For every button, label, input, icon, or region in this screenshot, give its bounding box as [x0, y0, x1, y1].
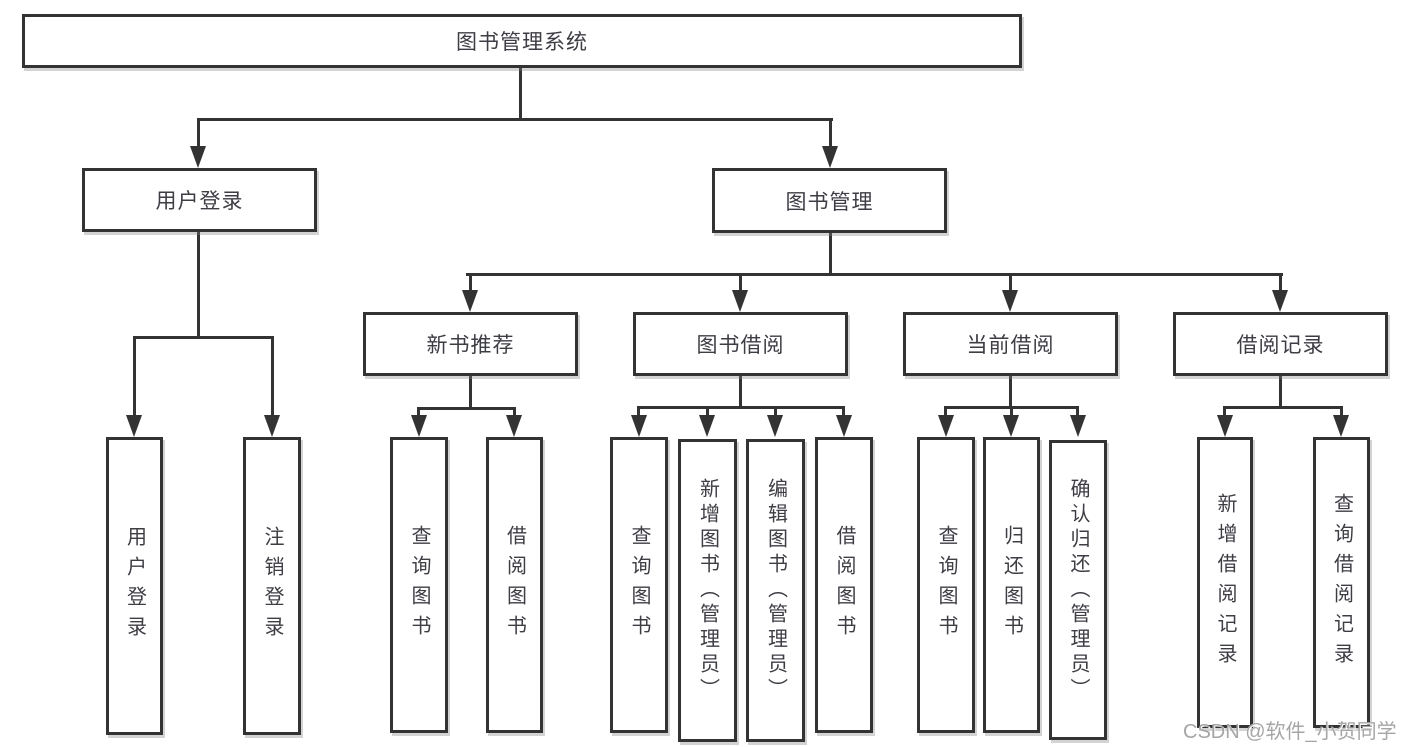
arrowhead-icon	[1002, 290, 1018, 312]
leaf-label: 编辑图书（管理员）	[764, 478, 787, 703]
node-borrowing-records: 借阅记录	[1173, 312, 1388, 376]
connector-line	[469, 273, 472, 293]
arrowhead-icon	[1272, 290, 1288, 312]
connector-line	[829, 118, 832, 150]
connector-line	[739, 376, 742, 406]
leaf-borrow-books-recommend: 借阅图书	[486, 437, 543, 733]
connector-line	[637, 406, 845, 409]
leaf-edit-books-admin: 编辑图书（管理员）	[746, 439, 805, 742]
connector-line	[197, 118, 200, 150]
connector-line	[1340, 406, 1343, 417]
connector-line	[197, 232, 200, 336]
leaf-add-books-admin: 新增图书（管理员）	[678, 439, 737, 742]
leaf-label: 用户登录	[123, 526, 146, 646]
leaf-label: 注销登录	[261, 526, 283, 646]
arrowhead-icon	[462, 290, 478, 312]
leaf-user-login: 用户登录	[106, 437, 163, 735]
node-current-borrowing: 当前借阅	[903, 312, 1118, 376]
node-label: 图书管理系统	[456, 31, 588, 54]
leaf-logout: 注销登录	[243, 437, 301, 735]
connector-line	[417, 407, 516, 410]
arrowhead-icon	[1333, 415, 1349, 437]
arrowhead-icon	[264, 415, 280, 437]
node-label: 当前借阅	[966, 334, 1055, 357]
arrowhead-icon	[699, 415, 715, 437]
connector-line	[133, 336, 136, 419]
leaf-label: 新增图书（管理员）	[696, 478, 719, 703]
connector-line	[519, 68, 522, 118]
leaf-label: 查询借阅记录	[1330, 492, 1353, 673]
arrowhead-icon	[1003, 415, 1019, 437]
connector-line	[469, 376, 472, 407]
arrowhead-icon	[836, 415, 852, 437]
node-label: 用户登录	[155, 190, 244, 213]
leaf-label: 查询图书	[628, 525, 650, 645]
node-label: 图书借阅	[696, 334, 785, 357]
leaf-label: 归还图书	[1000, 525, 1023, 645]
leaf-label: 借阅图书	[503, 525, 526, 645]
leaf-return-books: 归还图书	[983, 437, 1040, 733]
arrowhead-icon	[767, 415, 783, 437]
node-library-management-system: 图书管理系统	[22, 14, 1022, 68]
arrowhead-icon	[631, 415, 647, 437]
connector-line	[1223, 406, 1342, 409]
connector-line	[466, 273, 1283, 276]
node-label: 借阅记录	[1236, 334, 1325, 357]
connector-line	[637, 406, 640, 417]
arrowhead-icon	[126, 415, 142, 437]
leaf-query-books-borrowing: 查询图书	[610, 437, 668, 733]
node-label: 图书管理	[785, 190, 874, 214]
connector-line	[944, 406, 947, 417]
node-book-management: 图书管理	[712, 168, 947, 233]
connector-line	[271, 336, 274, 419]
arrowhead-icon	[1217, 415, 1233, 437]
connector-line	[829, 233, 832, 273]
leaf-label: 查询图书	[935, 525, 957, 645]
arrowhead-icon	[411, 415, 427, 437]
leaf-borrow-books-borrowing: 借阅图书	[815, 437, 873, 733]
leaf-confirm-return-admin: 确认归还（管理员）	[1049, 440, 1107, 740]
leaf-label: 新增借阅记录	[1214, 492, 1236, 673]
connector-line	[197, 118, 833, 121]
connector-line	[1279, 273, 1282, 293]
connector-line	[1076, 406, 1079, 417]
connector-line	[842, 406, 845, 417]
leaf-label: 确认归还（管理员）	[1067, 477, 1089, 703]
node-book-borrowing: 图书借阅	[633, 312, 848, 376]
connector-line	[1009, 273, 1012, 293]
connector-line	[739, 273, 742, 293]
leaf-query-borrow-record: 查询借阅记录	[1313, 437, 1370, 728]
node-label: 新书推荐	[426, 334, 515, 357]
connector-line	[1223, 406, 1226, 417]
arrowhead-icon	[938, 415, 954, 437]
connector-line	[133, 336, 274, 339]
leaf-add-borrow-record: 新增借阅记录	[1197, 437, 1253, 728]
connector-line	[513, 407, 516, 417]
csdn-watermark: CSDN @软件_小贺同学	[1183, 721, 1397, 743]
connector-line	[706, 406, 709, 417]
node-new-book-recommendation: 新书推荐	[363, 312, 578, 376]
connector-line	[1009, 376, 1012, 406]
arrowhead-icon	[732, 290, 748, 312]
leaf-label: 借阅图书	[833, 525, 855, 645]
arrowhead-icon	[190, 146, 206, 168]
connector-line	[774, 406, 777, 417]
leaf-query-books-recommend: 查询图书	[390, 437, 448, 733]
connector-line	[1279, 376, 1282, 406]
leaf-query-books-current: 查询图书	[917, 437, 975, 733]
arrowhead-icon	[506, 415, 522, 437]
leaf-label: 查询图书	[408, 525, 430, 645]
connector-line	[417, 407, 420, 417]
connector-line	[1010, 406, 1013, 417]
node-user-login: 用户登录	[82, 168, 317, 232]
arrowhead-icon	[1070, 415, 1086, 437]
arrowhead-icon	[822, 146, 838, 168]
